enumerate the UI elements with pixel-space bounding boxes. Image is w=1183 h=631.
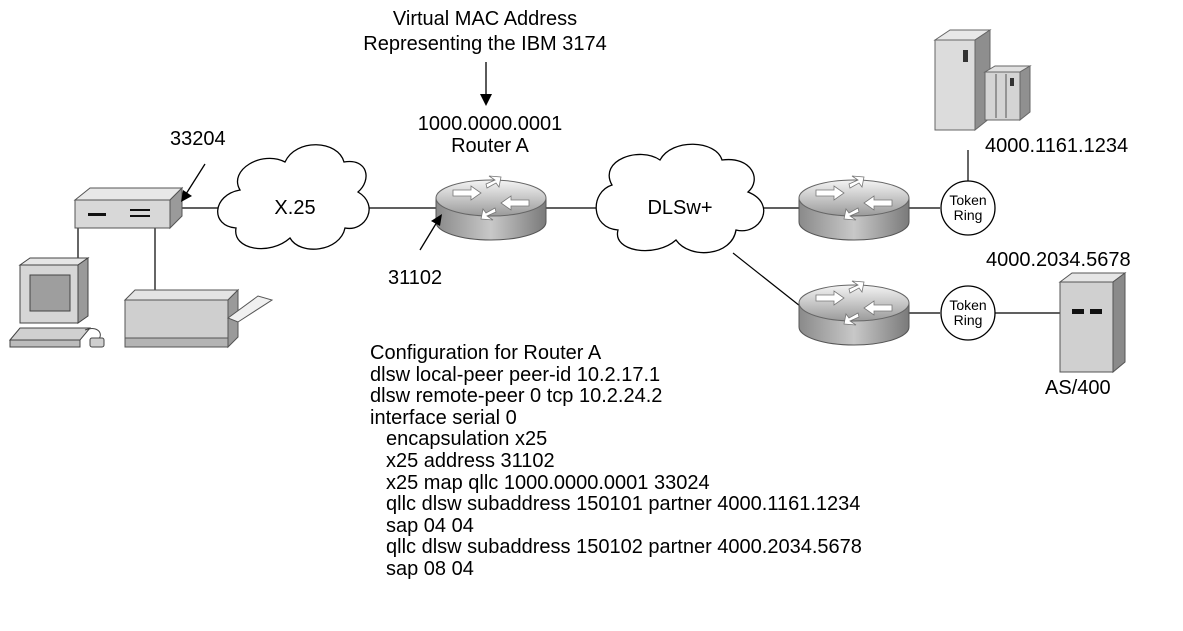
dlsw-cloud-label: DLSw+ [647, 197, 713, 219]
as400-mac-label: 4000.2034.5678 [986, 249, 1131, 271]
config-line: sap 08 04 [386, 557, 474, 580]
virtual-mac-title: Virtual MAC Address [392, 8, 578, 30]
token-ring-1-label: Token Ring [949, 192, 987, 223]
config-line: dlsw local-peer peer-id 10.2.17.1 [370, 363, 661, 386]
config-line: qllc dlsw subaddress 150101 partner 4000… [386, 493, 861, 516]
x25-cloud-icon [217, 144, 370, 250]
token-ring-2-label: Token Ring [949, 297, 987, 328]
virtual-mac-subtitle: Representing the IBM 3174 [363, 33, 607, 55]
host-mac-label: 4000.1161.1234 [985, 135, 1129, 157]
config-line: encapsulation x25 [386, 428, 548, 451]
token-ring-1-icon [940, 180, 996, 236]
pad-address-label: 33204 [170, 128, 226, 150]
config-line: sap 04 04 [386, 514, 474, 537]
printer-icon [123, 288, 274, 349]
arrow-to-router-a [480, 62, 492, 106]
as400-server-icon [1058, 272, 1127, 374]
router-c-icon [798, 280, 910, 346]
connection-lines [77, 150, 1060, 314]
mainframe-icon [933, 29, 1032, 132]
router-a-icon [435, 175, 547, 241]
x25-cloud-label: X.25 [274, 197, 316, 219]
workstation-icon [8, 257, 105, 348]
dlsw-cloud-icon [595, 143, 765, 254]
arrow-to-router-serial [419, 214, 442, 251]
router-x25-address-label: 31102 [388, 267, 443, 289]
pad-device-icon [73, 186, 184, 230]
config-line: qllc dlsw subaddress 150102 partner 4000… [386, 536, 862, 559]
config-line: dlsw remote-peer 0 tcp 10.2.24.2 [370, 385, 663, 408]
config-title: Configuration for Router A [370, 342, 602, 364]
config-line: interface serial 0 [370, 406, 517, 429]
router-a-name: Router A [451, 135, 529, 157]
config-line: x25 address 31102 [386, 449, 555, 472]
config-line: x25 map qllc 1000.0000.0001 33024 [386, 471, 710, 494]
router-a-configuration: Configuration for Router A dlsw local-pe… [370, 342, 862, 581]
as400-name-label: AS/400 [1045, 377, 1111, 399]
token-ring-2-icon [940, 285, 996, 341]
router-b-icon [798, 175, 910, 241]
router-a-mac: 1000.0000.0001 [417, 113, 563, 135]
arrow-to-pad [181, 163, 206, 202]
